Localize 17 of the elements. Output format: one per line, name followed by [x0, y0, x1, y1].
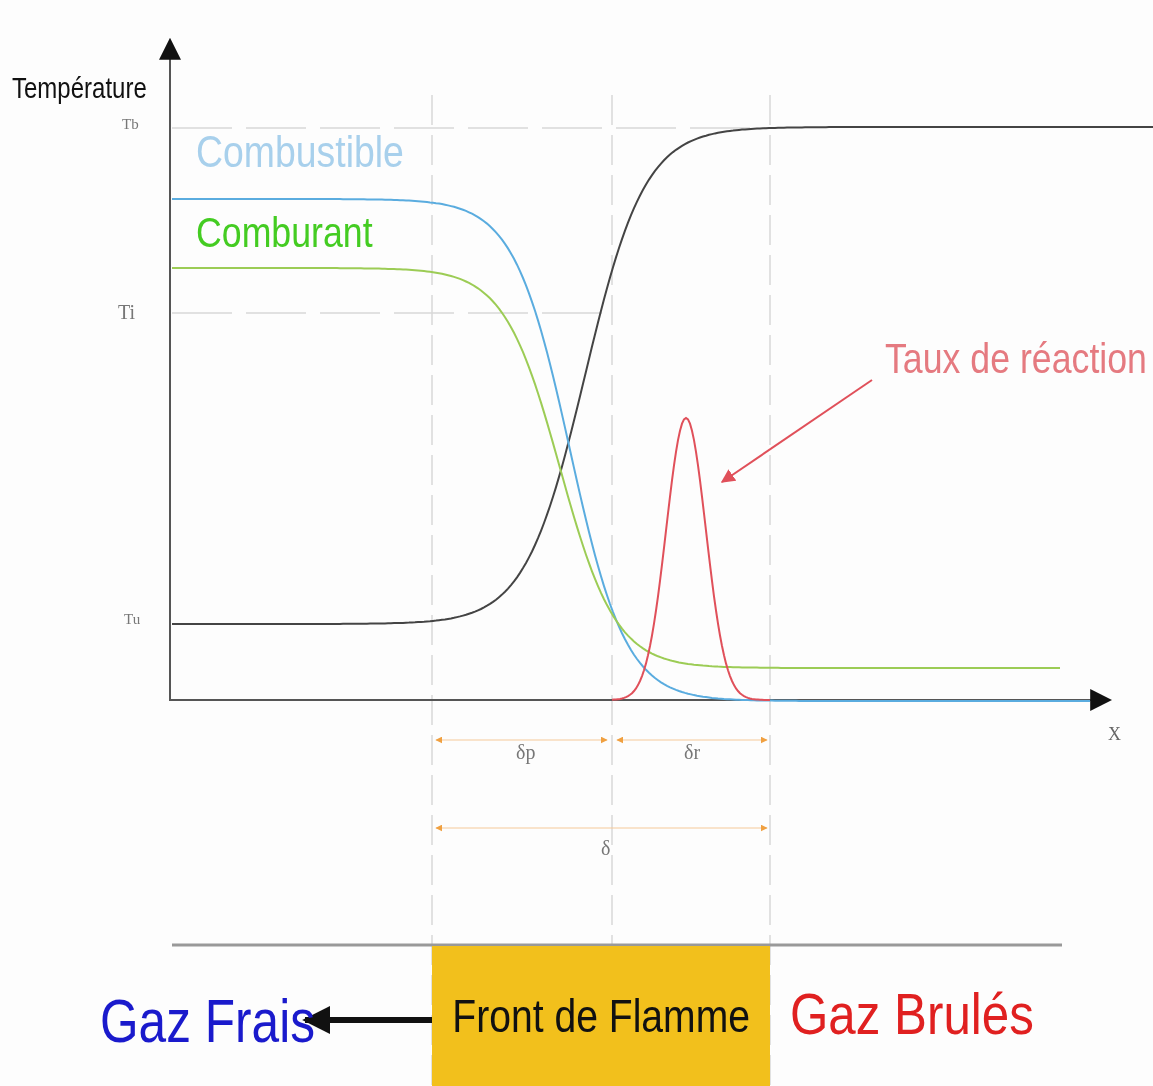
callout-label: Taux de réaction — [885, 338, 1147, 380]
axis-label: X — [1108, 725, 1121, 743]
curve-label: Comburant — [196, 212, 373, 254]
tick-label: Ti — [118, 302, 136, 322]
tick-label: Tu — [124, 612, 141, 627]
leader-line — [720, 379, 873, 483]
axis-title: Température — [12, 73, 147, 103]
flame-front-box — [432, 946, 770, 1086]
arrow — [302, 1006, 432, 1034]
tick-label: Tb — [122, 117, 139, 132]
region-label: Gaz Frais — [100, 990, 315, 1052]
dimension-label: δp — [516, 742, 536, 762]
curve-label: Combustible — [196, 130, 404, 174]
dimension-label: δ — [601, 838, 611, 858]
dimension-label: δr — [684, 742, 701, 762]
region-label: Gaz Brulés — [790, 985, 1034, 1043]
box-text: Front de Flamme — [452, 993, 750, 1039]
